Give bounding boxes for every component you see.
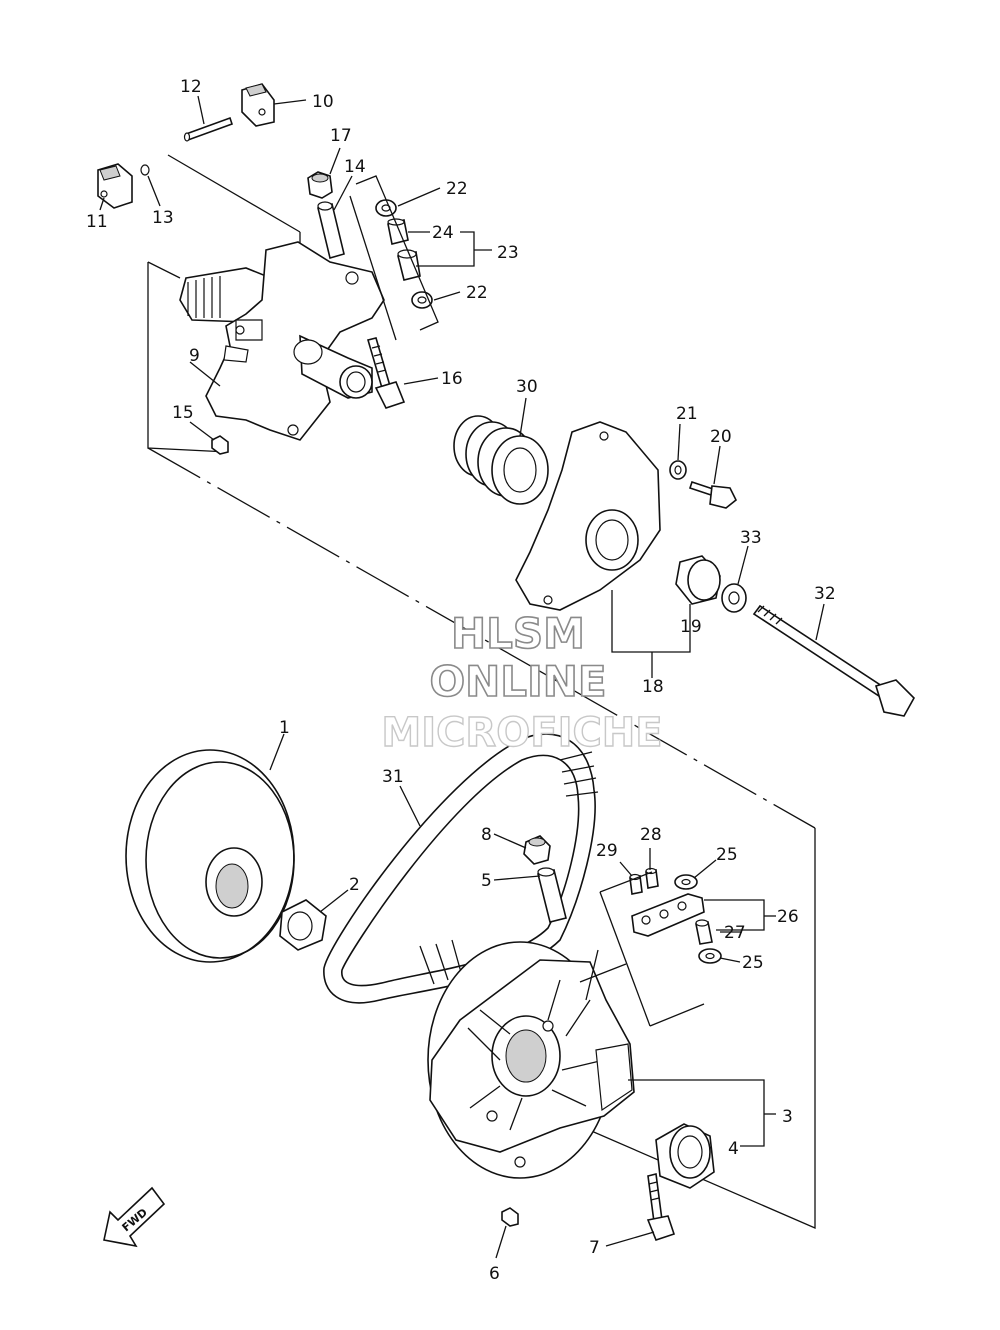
weight-assembly-bracket xyxy=(579,871,705,1027)
callout-2: 2 xyxy=(349,875,360,895)
callout-4: 4 xyxy=(728,1139,739,1159)
callout-29: 29 xyxy=(596,841,618,861)
part-28-screw xyxy=(645,867,659,889)
callout-21: 21 xyxy=(676,404,698,424)
part-23-bushing xyxy=(397,249,421,281)
callout-25-top: 25 xyxy=(716,845,738,865)
callout-26: 26 xyxy=(777,907,799,927)
part-18-spring-cover xyxy=(515,421,661,611)
part-24-collar xyxy=(387,218,409,245)
watermark-line-3: MICROFICHE xyxy=(381,710,662,756)
callout-33: 33 xyxy=(740,528,762,548)
part-22-washer-top xyxy=(375,199,397,217)
part-32-long-bolt xyxy=(752,604,915,717)
spacer-bracket-lines xyxy=(349,175,439,341)
callout-25-bottom: 25 xyxy=(742,953,764,973)
callout-24: 24 xyxy=(432,223,454,243)
part-20-bolt xyxy=(688,480,738,509)
callout-16: 16 xyxy=(441,369,463,389)
callout-23: 23 xyxy=(497,243,519,263)
part-2-bushing xyxy=(279,899,327,951)
part-31-belt xyxy=(323,733,599,1004)
part-29-screw xyxy=(629,873,643,895)
callout-5: 5 xyxy=(481,871,492,891)
part-3-movable-sheave xyxy=(427,941,635,1179)
part-1-fixed-sheave xyxy=(125,749,295,963)
part-15-slider xyxy=(211,435,229,455)
leader-lines xyxy=(99,95,825,1259)
callout-17: 17 xyxy=(330,126,352,146)
callout-30: 30 xyxy=(516,377,538,397)
part-5-collar xyxy=(537,867,567,923)
part-9-movable-sheave xyxy=(179,241,385,441)
part-27-collar xyxy=(695,919,713,945)
part-13-oring xyxy=(140,164,150,176)
callout-22-bottom: 22 xyxy=(466,283,488,303)
part-7-bolt xyxy=(646,1173,676,1241)
callout-15: 15 xyxy=(172,403,194,423)
callout-13: 13 xyxy=(152,208,174,228)
callout-18: 18 xyxy=(642,677,664,697)
part-17-nut xyxy=(307,171,333,199)
fwd-arrow-icon: FWD xyxy=(103,1186,166,1248)
part-18-bracket xyxy=(611,590,691,653)
part-25-washer-bottom xyxy=(698,948,722,964)
callout-labels: 1 2 3 4 5 6 7 8 9 10 11 12 13 14 15 16 1… xyxy=(86,77,836,1284)
watermark-line-1: HLSM xyxy=(451,609,585,658)
callout-27: 27 xyxy=(724,923,746,943)
callout-28: 28 xyxy=(640,825,662,845)
watermark: HLSM ONLINE MICROFICHE xyxy=(381,608,664,757)
part-26-weight-assembly xyxy=(631,893,705,937)
part-19-bushing xyxy=(675,555,721,605)
callout-9: 9 xyxy=(189,346,200,366)
callout-1: 1 xyxy=(279,718,290,738)
part-33-washer xyxy=(721,583,747,613)
callout-12: 12 xyxy=(180,77,202,97)
callout-19: 19 xyxy=(680,617,702,637)
callout-6: 6 xyxy=(489,1264,500,1284)
part-4-bushing xyxy=(655,1123,715,1189)
part-21-washer xyxy=(669,460,687,480)
callout-22-top: 22 xyxy=(446,179,468,199)
part-8-nut xyxy=(523,835,551,865)
part-30-spring xyxy=(453,415,549,505)
callout-8: 8 xyxy=(481,825,492,845)
callout-14: 14 xyxy=(344,157,366,177)
part-6-slider xyxy=(501,1207,519,1227)
callout-32: 32 xyxy=(814,584,836,604)
part-14-collar xyxy=(317,201,345,259)
watermark-line-2: ONLINE xyxy=(429,657,606,706)
part-25-washer-top xyxy=(674,874,698,890)
part-16-bolt xyxy=(366,337,406,409)
callout-7: 7 xyxy=(589,1238,600,1258)
callout-20: 20 xyxy=(710,427,732,447)
part-11-weight xyxy=(97,163,133,209)
part-12-pin xyxy=(183,116,234,142)
part-10-weight xyxy=(241,83,275,127)
callout-11: 11 xyxy=(86,212,108,232)
callout-31: 31 xyxy=(382,767,404,787)
callout-10: 10 xyxy=(312,92,334,112)
callout-3: 3 xyxy=(782,1107,793,1127)
